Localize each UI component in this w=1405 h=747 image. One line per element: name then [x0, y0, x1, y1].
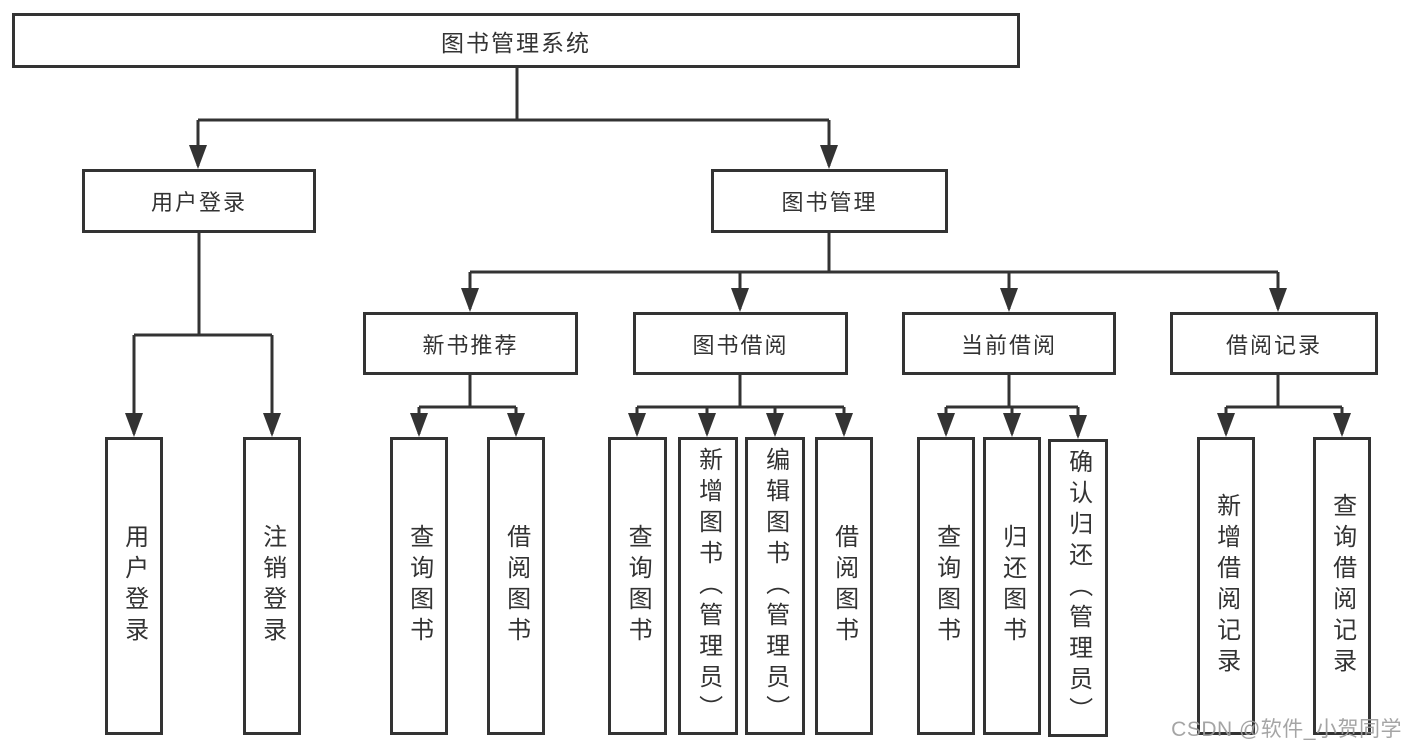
- edges-new-book-recommend: [417, 375, 518, 434]
- edges-user-login: [132, 233, 274, 434]
- node-leaf-query-books-2: 查询图书: [608, 437, 667, 735]
- edges-root: [196, 68, 831, 166]
- node-new-book-recommend: 新书推荐: [363, 312, 578, 375]
- node-root-system: 图书管理系统: [12, 13, 1020, 68]
- edges-borrow-records: [1224, 375, 1344, 434]
- node-user-login-branch: 用户登录: [82, 169, 316, 233]
- node-leaf-query-books-1: 查询图书: [390, 437, 448, 735]
- node-leaf-user-login: 用户登录: [105, 437, 163, 735]
- node-leaf-confirm-return-admin: 确认归还（管理员）: [1048, 439, 1108, 737]
- node-leaf-query-borrow-record: 查询借阅记录: [1313, 437, 1371, 735]
- arrowheads: [125, 145, 1351, 439]
- node-leaf-borrow-books-2: 借阅图书: [815, 437, 873, 735]
- node-book-borrow: 图书借阅: [633, 312, 848, 375]
- node-leaf-query-books-3: 查询图书: [917, 437, 975, 735]
- edges-book-borrow: [635, 375, 846, 434]
- node-leaf-add-books-admin: 新增图书（管理员）: [678, 437, 738, 735]
- node-book-management-branch: 图书管理: [711, 169, 948, 233]
- node-current-borrow: 当前借阅: [902, 312, 1116, 375]
- edges-book-management: [468, 233, 1280, 309]
- node-leaf-add-borrow-record: 新增借阅记录: [1197, 437, 1255, 735]
- node-borrow-records: 借阅记录: [1170, 312, 1378, 375]
- watermark: CSDN @软件_小贺同学: [1171, 718, 1402, 741]
- node-leaf-logout: 注销登录: [243, 437, 301, 735]
- node-leaf-return-books: 归还图书: [983, 437, 1041, 735]
- node-leaf-borrow-books-1: 借阅图书: [487, 437, 545, 735]
- node-leaf-edit-books-admin: 编辑图书（管理员）: [745, 437, 805, 735]
